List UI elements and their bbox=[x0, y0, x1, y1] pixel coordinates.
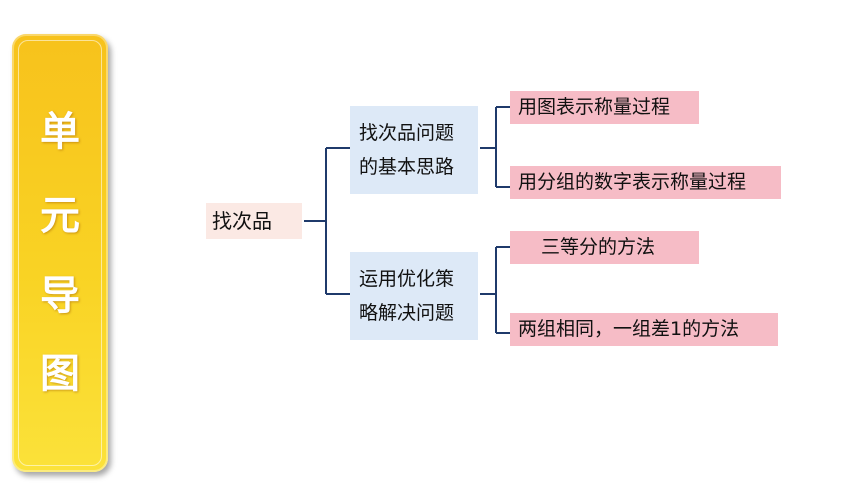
leaf-node-three-equal-split: 三等分的方法 bbox=[510, 231, 699, 264]
branch-node-optimization-strategy: 运用优化策 略解决问题 bbox=[350, 252, 478, 340]
banner-char-1: 单 bbox=[40, 109, 80, 155]
root-connector bbox=[304, 147, 350, 295]
branch-node-line: 略解决问题 bbox=[359, 302, 455, 324]
branch-node-line: 的基本思路 bbox=[359, 156, 455, 178]
branch-node-basic-approach: 找次品问题 的基本思路 bbox=[350, 106, 478, 194]
leaf-node-grouped-numbers: 用分组的数字表示称量过程 bbox=[510, 166, 781, 199]
banner-char-3: 导 bbox=[40, 273, 80, 319]
branch-2-connector bbox=[480, 246, 510, 334]
leaf-node-two-same-one-differ: 两组相同，一组差1的方法 bbox=[510, 313, 778, 346]
mindmap-root-node: 找次品 bbox=[206, 203, 302, 239]
banner-char-2: 元 bbox=[40, 193, 80, 239]
branch-1-connector bbox=[480, 106, 510, 188]
branch-node-line: 找次品问题 bbox=[359, 122, 455, 144]
banner-char-4: 图 bbox=[40, 351, 80, 397]
unit-mindmap-banner: 单 元 导 图 bbox=[12, 34, 108, 472]
leaf-node-diagram-weighing: 用图表示称量过程 bbox=[510, 91, 699, 124]
branch-node-line: 运用优化策 bbox=[359, 268, 455, 290]
